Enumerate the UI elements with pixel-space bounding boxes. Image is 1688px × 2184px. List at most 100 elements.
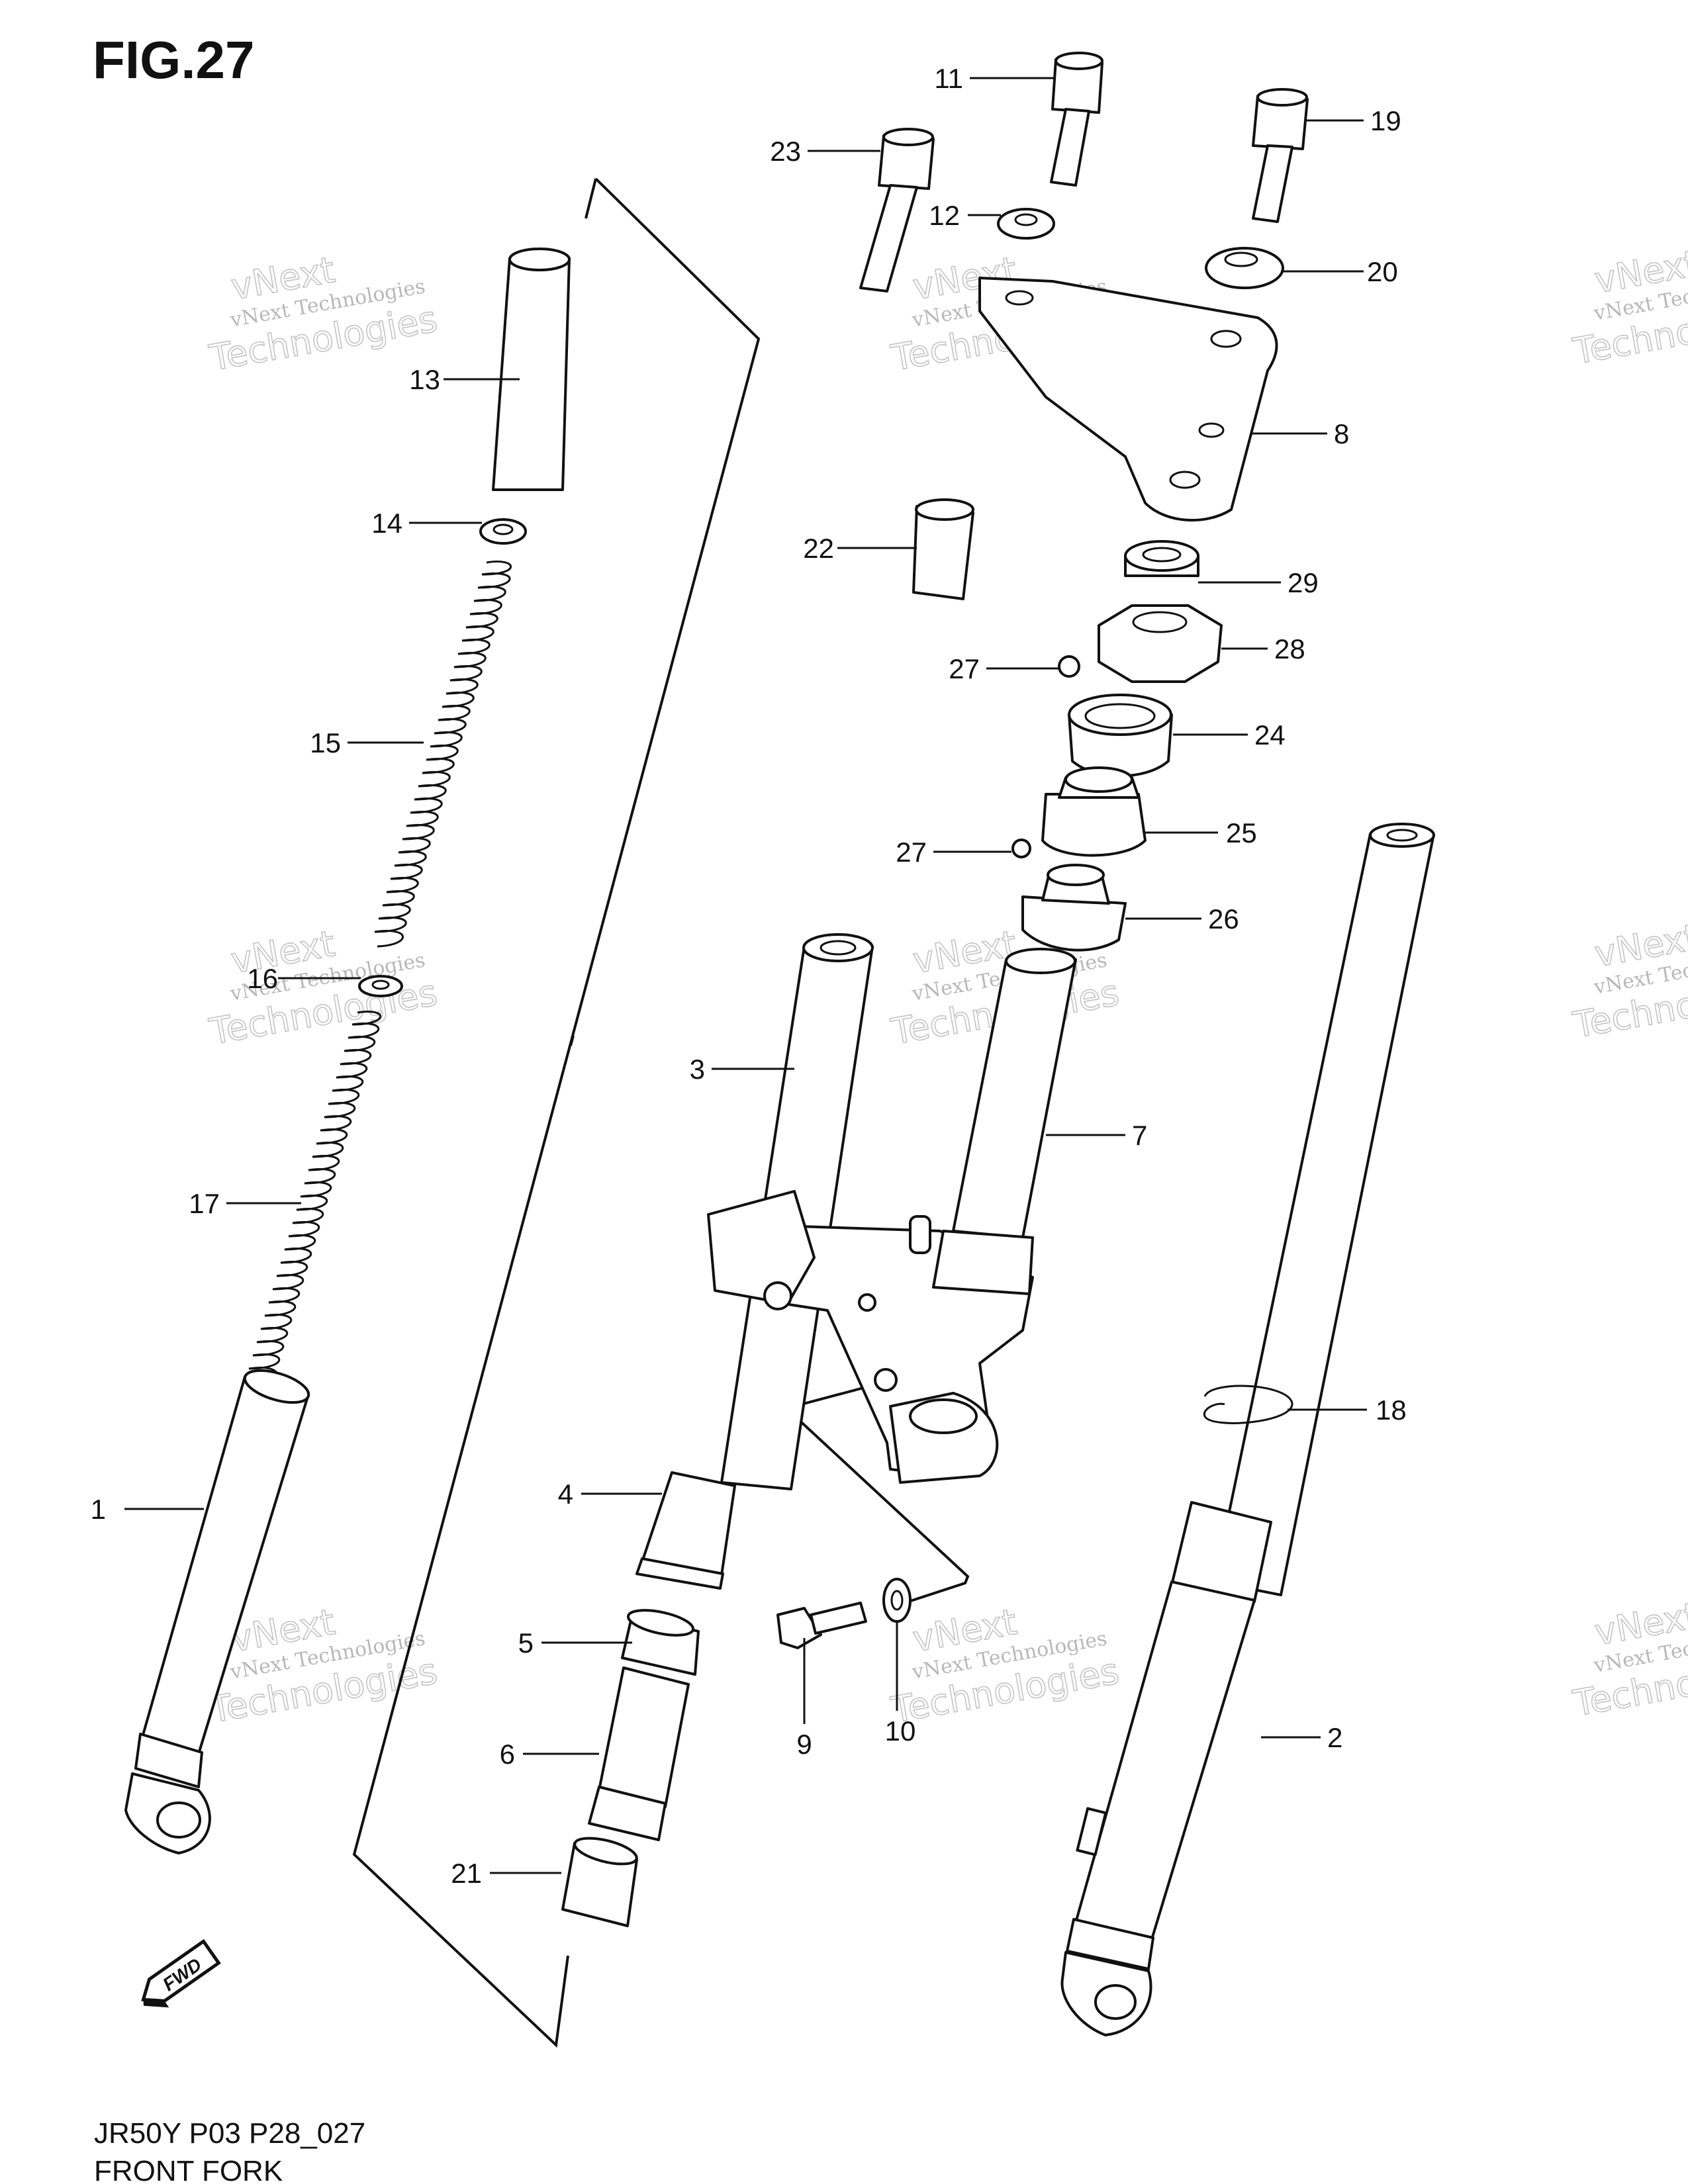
part-spacer-tube [492, 248, 571, 491]
bracket-plate [978, 277, 1278, 522]
right-tube-bore [1386, 829, 1418, 842]
watermark-layer: vNext vNext Technologies Technologies vN… [206, 242, 1688, 1731]
callout-7: 7 [1132, 1120, 1147, 1151]
leader-lines [124, 77, 1367, 1874]
part-spring-seat-washer [479, 518, 527, 545]
part-steel-ball-lower [1011, 839, 1031, 858]
race-body [1021, 895, 1127, 952]
callout-18: 18 [1376, 1394, 1407, 1426]
stem-collar [932, 1230, 1034, 1295]
part-lock-nut [1124, 540, 1199, 577]
nut-bore [1142, 547, 1182, 563]
callout-29: 29 [1288, 567, 1319, 598]
callout-10: 10 [885, 1715, 916, 1747]
right-brake-lug [1076, 1807, 1107, 1856]
callout-27a: 27 [949, 653, 980, 684]
stem-stop [909, 1215, 931, 1254]
watermark: vNext vNext Technologies Technologies [1570, 242, 1688, 373]
watermark: vNext vNext Technologies Technologies [1570, 1594, 1688, 1725]
diagram-caption: FRONT FORK [94, 2155, 283, 2184]
bushing-top [915, 498, 974, 521]
spring-coils [248, 1011, 382, 1386]
stem-top [1005, 948, 1076, 974]
watermark: vNext vNext Technologies Technologies [206, 248, 441, 379]
bolt-shank [859, 184, 918, 293]
cone-body [1041, 793, 1147, 857]
callout-20: 20 [1367, 256, 1398, 287]
damper-body [598, 1666, 690, 1808]
part-hex-nut [1098, 604, 1223, 683]
assembly-group-frame [352, 177, 761, 2048]
part-bolt-9 [776, 1602, 867, 1649]
bolt-shank [810, 1602, 867, 1635]
watermark: vNext vNext Technologies Technologies [1570, 915, 1688, 1046]
right-inner-tube [1213, 833, 1434, 1596]
callout-21: 21 [451, 1858, 482, 1889]
inner-tube-top [802, 933, 874, 962]
part-upper-bracket [978, 277, 1278, 522]
callout-25: 25 [1226, 817, 1257, 848]
boss-bore [909, 1398, 978, 1434]
part-bushing-22 [912, 498, 974, 600]
bracket-hole [1005, 290, 1034, 306]
part-bearing-cone [1041, 766, 1147, 857]
figure-title: FIG.27 [93, 30, 255, 89]
part-washer-10 [882, 1578, 912, 1623]
right-tube-top [1369, 823, 1435, 848]
callout-16: 16 [247, 963, 278, 994]
part-fork-clip [1203, 1385, 1293, 1424]
outer-tube-collar [134, 1733, 203, 1788]
right-axle-hole [1094, 1984, 1137, 2020]
frame-segment [585, 178, 597, 219]
part-left-outer-tube [124, 1369, 310, 1854]
watermark: vNext vNext Technologies Technologies [206, 922, 441, 1053]
washer-hole [1014, 213, 1038, 226]
callout-6: 6 [500, 1739, 515, 1770]
spacer-tube-top [508, 248, 571, 271]
bolt-shank [1050, 108, 1090, 187]
callout-17: 17 [189, 1188, 220, 1219]
seal-body [641, 1471, 736, 1576]
clamp-bolt-hole [763, 1281, 792, 1310]
bracket-hole [1210, 330, 1242, 348]
bracket-hole [1169, 471, 1201, 489]
part-steering-stem-bracket [707, 948, 1077, 1484]
part-washer-20 [1205, 247, 1284, 289]
bracket-hole [858, 1293, 876, 1312]
callout-3: 3 [690, 1054, 705, 1085]
callout-28: 28 [1274, 633, 1305, 664]
spacer-tube-body [492, 257, 571, 491]
right-collar [1066, 1918, 1154, 1970]
spring-coils [374, 561, 512, 948]
callout-8: 8 [1334, 418, 1349, 449]
callout-15: 15 [310, 727, 341, 758]
part-left-dust-seal [635, 1471, 736, 1590]
model-code: JR50Y P03 P28_027 [94, 2117, 365, 2150]
part-lower-race [1021, 864, 1127, 952]
callout-4: 4 [558, 1479, 573, 1510]
washer-outer [882, 1578, 912, 1623]
cap-top [573, 1837, 638, 1866]
callout-2: 2 [1327, 1722, 1342, 1753]
axle-hole [156, 1801, 201, 1839]
seal-ring [635, 1557, 724, 1590]
bracket-hole [1198, 422, 1225, 438]
pinch-bolt-hole [874, 1368, 898, 1392]
bolt-head-top [882, 128, 934, 146]
frame-gap-mark [569, 1035, 575, 1046]
clamp-top [626, 1609, 695, 1637]
bolt-head-top [1256, 88, 1308, 107]
damper-collar [588, 1786, 667, 1841]
callout-14: 14 [371, 508, 402, 539]
part-left-damper [588, 1666, 690, 1841]
hex-nut-bore [1132, 611, 1188, 633]
fwd-arrow-shadow [143, 1999, 169, 2008]
callout-23: 23 [770, 136, 801, 167]
bracket-left-clamp [707, 1190, 816, 1305]
part-bolt-23 [859, 128, 935, 293]
part-upper-race [1068, 694, 1173, 778]
washer-outer [997, 208, 1055, 240]
cone-top-ring [1064, 766, 1133, 793]
callout-19: 19 [1370, 105, 1401, 136]
